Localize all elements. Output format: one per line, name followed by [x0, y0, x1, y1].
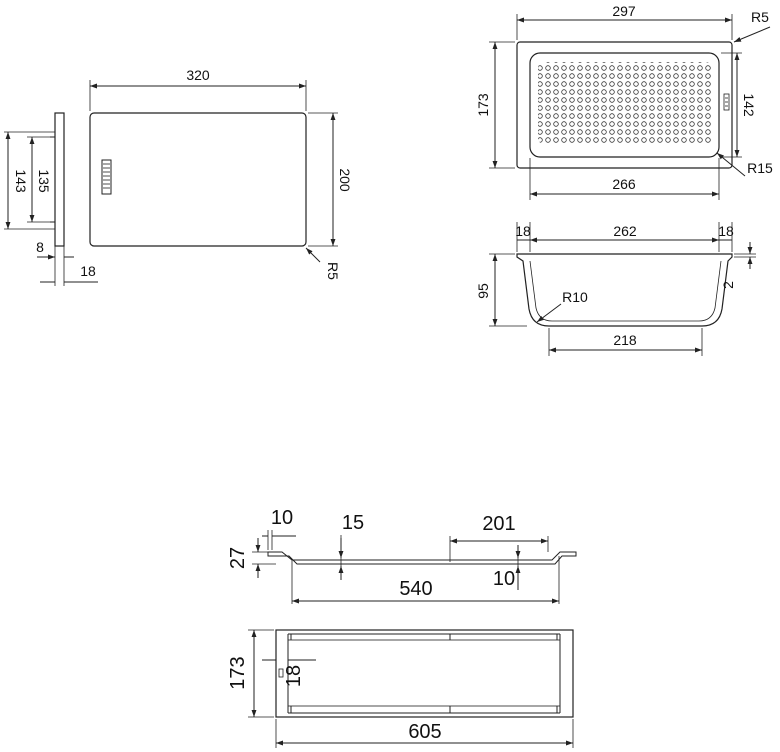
section-bottom-width-label: 218 — [613, 332, 637, 348]
colander-inner-width-label: 142 — [741, 93, 757, 117]
rack-slide-length-label: 201 — [482, 513, 515, 535]
colander-section-outline — [516, 253, 733, 327]
board-side-height-outer-label: 143 — [13, 169, 29, 193]
colander-section-view: 18 262 18 95 2 R10 218 — [475, 222, 756, 356]
board-side-total-thickness-label: 18 — [80, 263, 96, 279]
rack-height-label: 27 — [227, 547, 249, 569]
rack-end-notch — [278, 668, 284, 678]
board-logo-plate — [101, 159, 112, 195]
rack-total-length-label: 605 — [408, 721, 441, 743]
colander-perforation-grid — [538, 62, 712, 144]
section-rim-left-label: 18 — [515, 223, 531, 239]
board-side-thickness-label: 8 — [36, 239, 44, 255]
cutting-board-view: 143 135 8 18 320 200 R5 — [4, 67, 353, 286]
rack-hook-gap-label: 10 — [271, 507, 293, 529]
colander-length-label: 297 — [612, 3, 636, 19]
board-front-face — [89, 112, 307, 247]
section-top-span-label: 262 — [613, 223, 637, 239]
rack-outer-frame — [275, 629, 574, 718]
colander-outer-radius-label: R5 — [751, 9, 769, 25]
board-side-height-inner-label: 135 — [36, 169, 52, 193]
rack-slot-depth-label: 10 — [493, 568, 515, 590]
section-rim-right-label: 18 — [718, 223, 734, 239]
rack-end-width-label: 18 — [283, 665, 305, 687]
colander-inner-length-label: 266 — [612, 176, 636, 192]
rack-width-label: 173 — [227, 656, 249, 689]
board-height-label: 200 — [337, 168, 353, 192]
rack-top-view: 173 18 605 — [227, 629, 574, 748]
section-rim-drop-label: 2 — [720, 281, 736, 289]
section-depth-label: 95 — [475, 283, 491, 299]
board-corner-radius-label: R5 — [325, 262, 341, 280]
board-side-profile — [54, 112, 65, 247]
board-width-label: 320 — [186, 67, 210, 83]
rack-side-profile — [267, 551, 577, 565]
rack-slot-width-label: 15 — [342, 512, 364, 534]
colander-width-label: 173 — [475, 93, 491, 117]
colander-inner-radius-label: R15 — [747, 160, 773, 176]
colander-top-view: 297 R5 173 142 R15 266 — [475, 3, 773, 200]
section-bottom-radius-label: R10 — [562, 289, 588, 305]
rack-side-view: 540 27 10 15 201 10 — [227, 507, 577, 604]
rack-rail-length-label: 540 — [399, 578, 432, 600]
